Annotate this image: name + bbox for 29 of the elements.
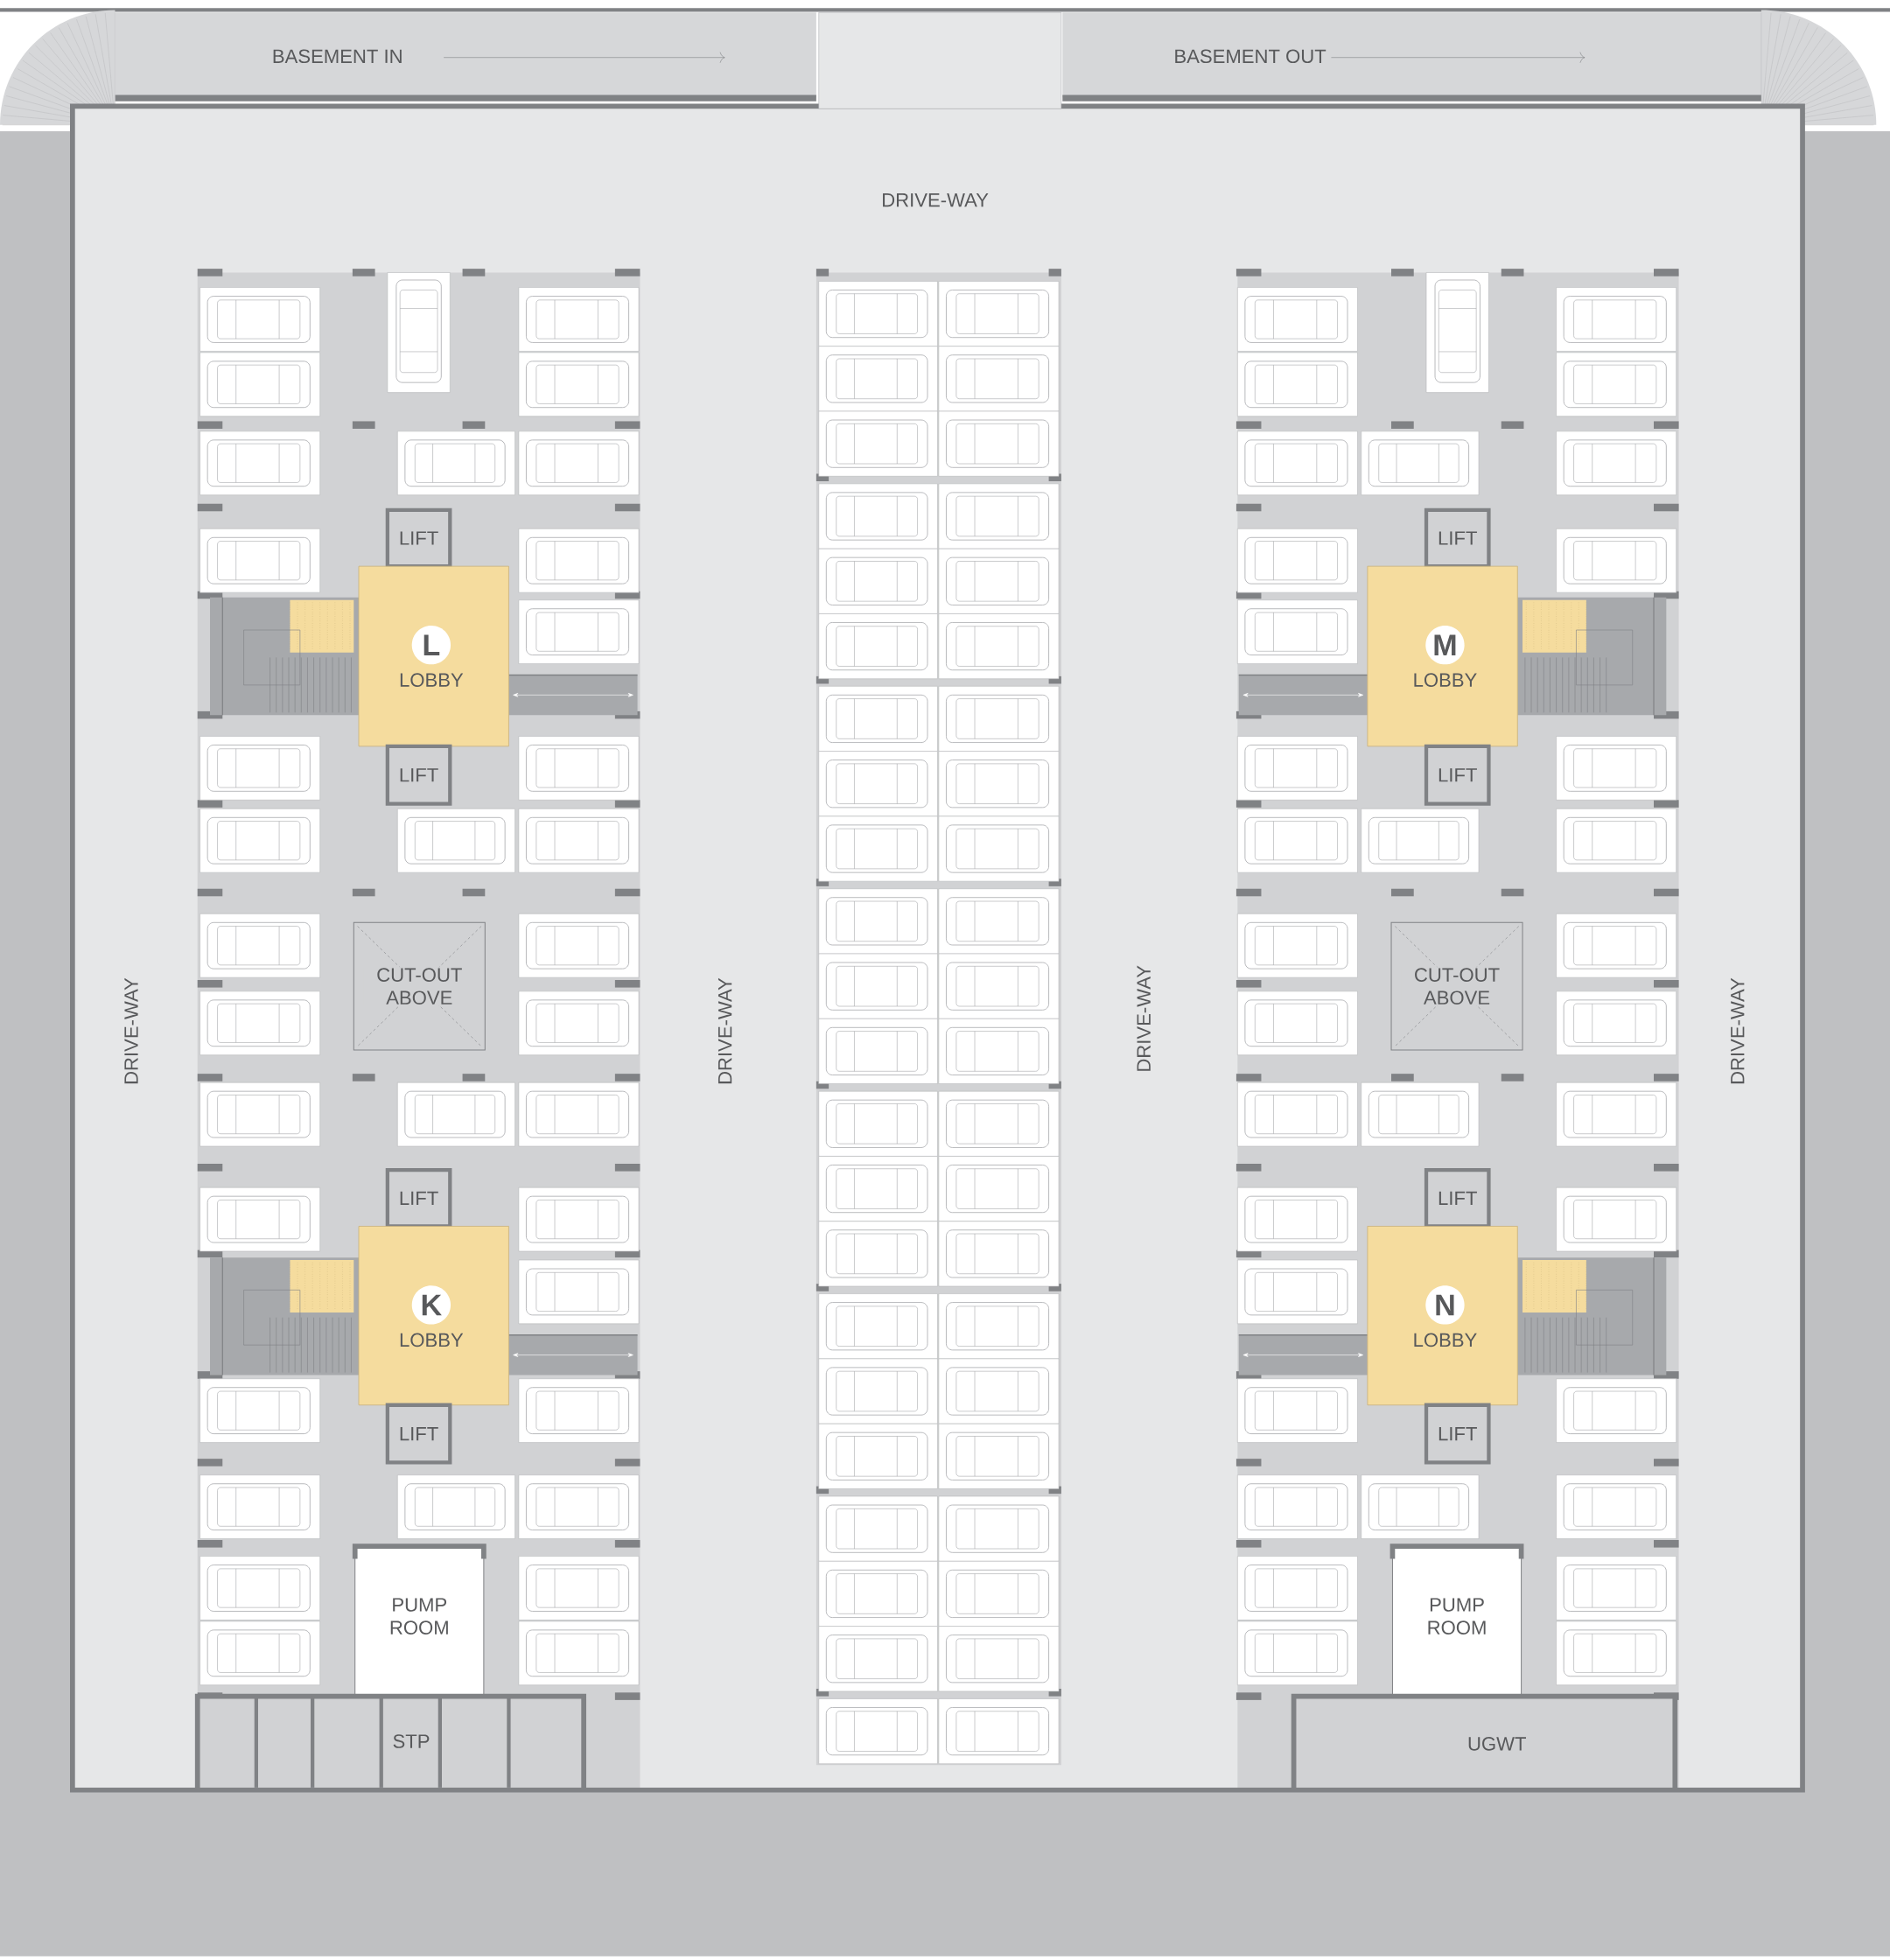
- letter-badge: N: [1425, 1285, 1465, 1325]
- letter-badge: L: [411, 626, 451, 665]
- area-label: DRIVE-WAY: [883, 193, 989, 207]
- lobby-area: N LOBBY: [1367, 1226, 1518, 1406]
- lobby-area: K LOBBY: [358, 1226, 509, 1406]
- lift-box: LIFT: [385, 744, 452, 806]
- area-label: DRIVE-WAY: [1137, 965, 1151, 1071]
- lift-box: LIFT: [1424, 508, 1491, 569]
- pump-room: PUMP ROOM: [1390, 1544, 1524, 1698]
- letter-badge: K: [411, 1285, 451, 1325]
- area-label: BASEMENT OUT: [1175, 49, 1326, 64]
- area-label: DRIVE-WAY: [124, 977, 138, 1084]
- lift-box: LIFT: [1424, 1168, 1491, 1228]
- lobby-area: M LOBBY: [1367, 565, 1518, 747]
- cut-out-box: CUT-OUT ABOVE: [353, 921, 486, 1051]
- pump-room: PUMP ROOM: [352, 1544, 486, 1698]
- lift-box: LIFT: [385, 508, 452, 569]
- lift-box: LIFT: [1424, 744, 1491, 806]
- area-label: BASEMENT IN: [273, 49, 402, 64]
- area-label: DRIVE-WAY: [1731, 977, 1745, 1084]
- water-tank-box: UGWT: [1291, 1693, 1678, 1788]
- cut-out-box: CUT-OUT ABOVE: [1390, 921, 1523, 1051]
- area-label: DRIVE-WAY: [718, 977, 732, 1084]
- lift-box: LIFT: [385, 1168, 452, 1228]
- lobby-area: L LOBBY: [358, 565, 509, 747]
- letter-badge: M: [1425, 626, 1465, 665]
- lift-box: LIFT: [385, 1403, 452, 1465]
- lift-box: LIFT: [1424, 1403, 1491, 1465]
- treatment-plant-box: STP: [194, 1693, 586, 1788]
